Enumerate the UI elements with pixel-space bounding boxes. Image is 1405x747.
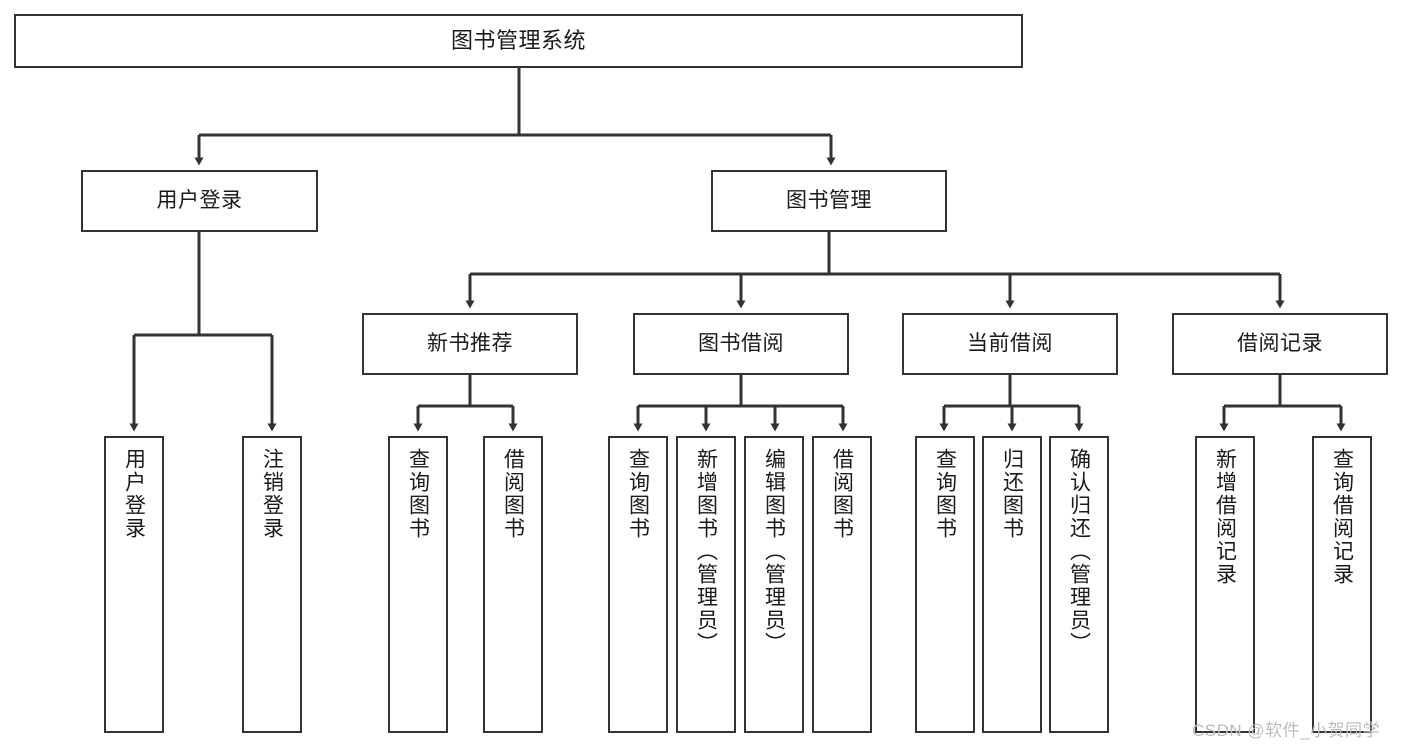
node-label: 借阅图书 (501, 448, 525, 540)
node-leaf-query-borrow-record[interactable]: 查询借阅记录 (1312, 436, 1372, 733)
node-label: 注销登录 (260, 448, 284, 540)
node-leaf-user-login[interactable]: 用户登录 (104, 436, 164, 733)
node-label: 查询图书 (626, 448, 650, 540)
node-label: 新增图书（管理员） (694, 448, 718, 655)
node-label: 新书推荐 (427, 331, 513, 355)
node-label: 归还图书 (1000, 448, 1024, 540)
node-leaf-borrow-book-recommend[interactable]: 借阅图书 (483, 436, 543, 733)
node-leaf-query-book-recommend[interactable]: 查询图书 (388, 436, 448, 733)
node-label: 当前借阅 (967, 331, 1053, 355)
node-label: 图书管理 (786, 188, 872, 212)
node-book-borrow[interactable]: 图书借阅 (633, 313, 849, 375)
node-current-borrow[interactable]: 当前借阅 (902, 313, 1118, 375)
csdn-watermark: CSDN @软件_小贺同学 (1192, 721, 1381, 740)
node-leaf-logout-login[interactable]: 注销登录 (242, 436, 302, 733)
node-label: 编辑图书（管理员） (762, 448, 786, 655)
node-leaf-query-book-borrow[interactable]: 查询图书 (608, 436, 668, 733)
node-label: 图书借阅 (698, 331, 784, 355)
node-user-login[interactable]: 用户登录 (81, 170, 318, 232)
node-borrow-record[interactable]: 借阅记录 (1172, 313, 1388, 375)
node-book-management[interactable]: 图书管理 (711, 170, 947, 232)
node-label: 用户登录 (156, 188, 243, 212)
node-label: 查询图书 (933, 448, 957, 540)
node-label: 借阅记录 (1237, 331, 1323, 355)
node-leaf-confirm-return[interactable]: 确认归还（管理员） (1049, 436, 1109, 733)
node-leaf-return-book[interactable]: 归还图书 (982, 436, 1042, 733)
node-leaf-add-borrow-record[interactable]: 新增借阅记录 (1195, 436, 1255, 733)
node-label: 借阅图书 (830, 448, 854, 540)
node-leaf-borrow-book[interactable]: 借阅图书 (812, 436, 872, 733)
node-label: 查询借阅记录 (1330, 448, 1354, 586)
node-leaf-add-book[interactable]: 新增图书（管理员） (676, 436, 736, 733)
node-label: 确认归还（管理员） (1067, 448, 1091, 655)
node-label: 新增借阅记录 (1213, 448, 1237, 586)
node-label: 查询图书 (406, 448, 430, 540)
node-label: 图书管理系统 (450, 27, 586, 53)
node-leaf-edit-book[interactable]: 编辑图书（管理员） (744, 436, 804, 733)
node-new-book-recommend[interactable]: 新书推荐 (362, 313, 578, 375)
node-label: 用户登录 (122, 448, 146, 540)
node-leaf-query-book-current[interactable]: 查询图书 (915, 436, 975, 733)
node-root-book-management-system[interactable]: 图书管理系统 (14, 14, 1023, 68)
